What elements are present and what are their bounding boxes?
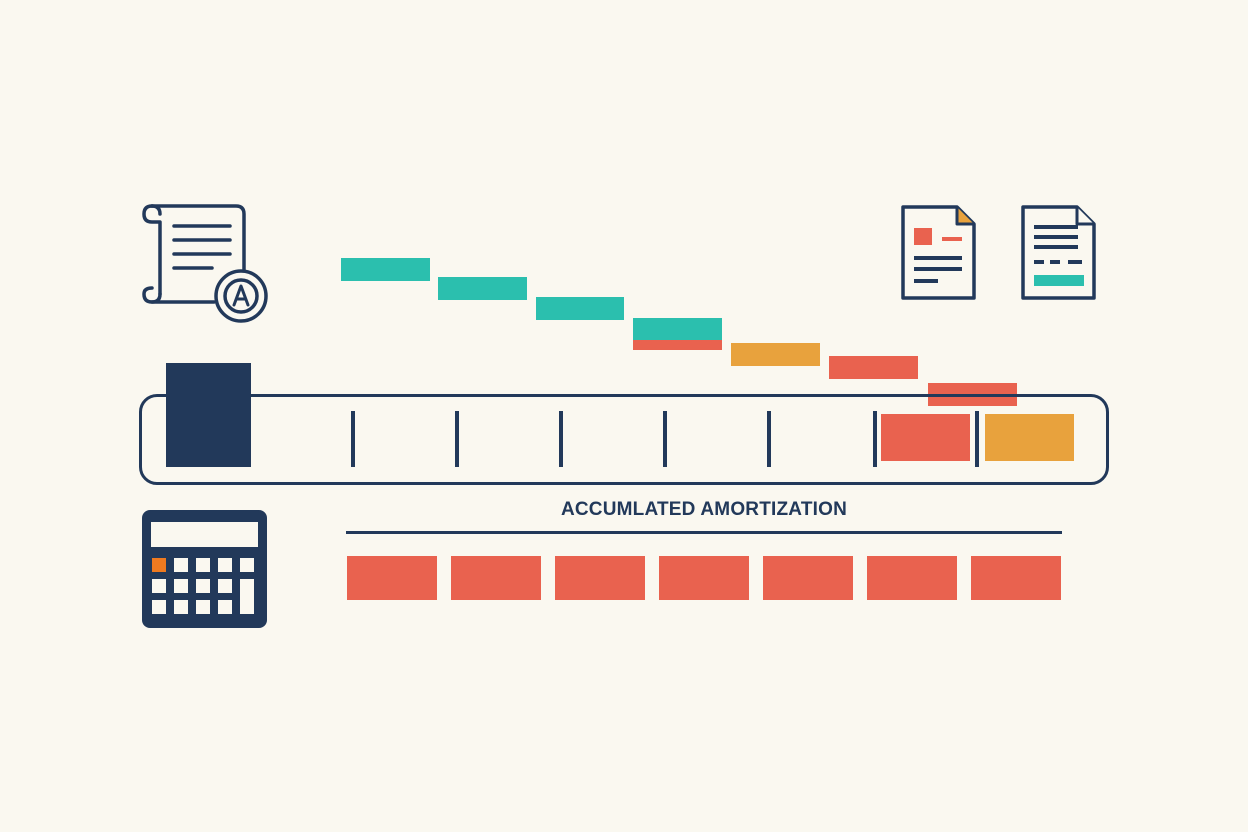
accumulated-block-1 [347, 556, 437, 600]
accumulated-block-2 [451, 556, 541, 600]
calculator-icon [142, 510, 267, 628]
caption-rule [346, 531, 1062, 534]
timeline-track [139, 394, 1109, 485]
timeline-tick-7 [975, 411, 979, 467]
schedule-step-5 [731, 343, 820, 366]
accumulated-block-6 [867, 556, 957, 600]
timeline-cell-orange [985, 414, 1074, 461]
timeline-tick-5 [767, 411, 771, 467]
schedule-step-4 [633, 318, 722, 341]
accumulated-block-4 [659, 556, 749, 600]
schedule-step-6 [829, 356, 918, 379]
document-icon [901, 205, 976, 300]
accumulated-amortization-label: ACCUMLATED AMORTIZATION [560, 499, 848, 520]
timeline-cell-coral [881, 414, 970, 461]
seal-icon [214, 269, 268, 323]
accumulated-block-5 [763, 556, 853, 600]
timeline-tick-2 [455, 411, 459, 467]
initial-cost-bar [166, 363, 251, 467]
schedule-step-2 [438, 277, 527, 300]
contract-scroll-icon [142, 204, 246, 304]
ledger-document-icon [1021, 205, 1096, 300]
schedule-step-3 [536, 297, 624, 320]
timeline-tick-3 [559, 411, 563, 467]
schedule-step-4-underline [633, 340, 722, 350]
schedule-step-1 [341, 258, 430, 281]
accumulated-block-7 [971, 556, 1061, 600]
accumulated-block-3 [555, 556, 645, 600]
timeline-tick-4 [663, 411, 667, 467]
timeline-tick-1 [351, 411, 355, 467]
timeline-tick-6 [873, 411, 877, 467]
